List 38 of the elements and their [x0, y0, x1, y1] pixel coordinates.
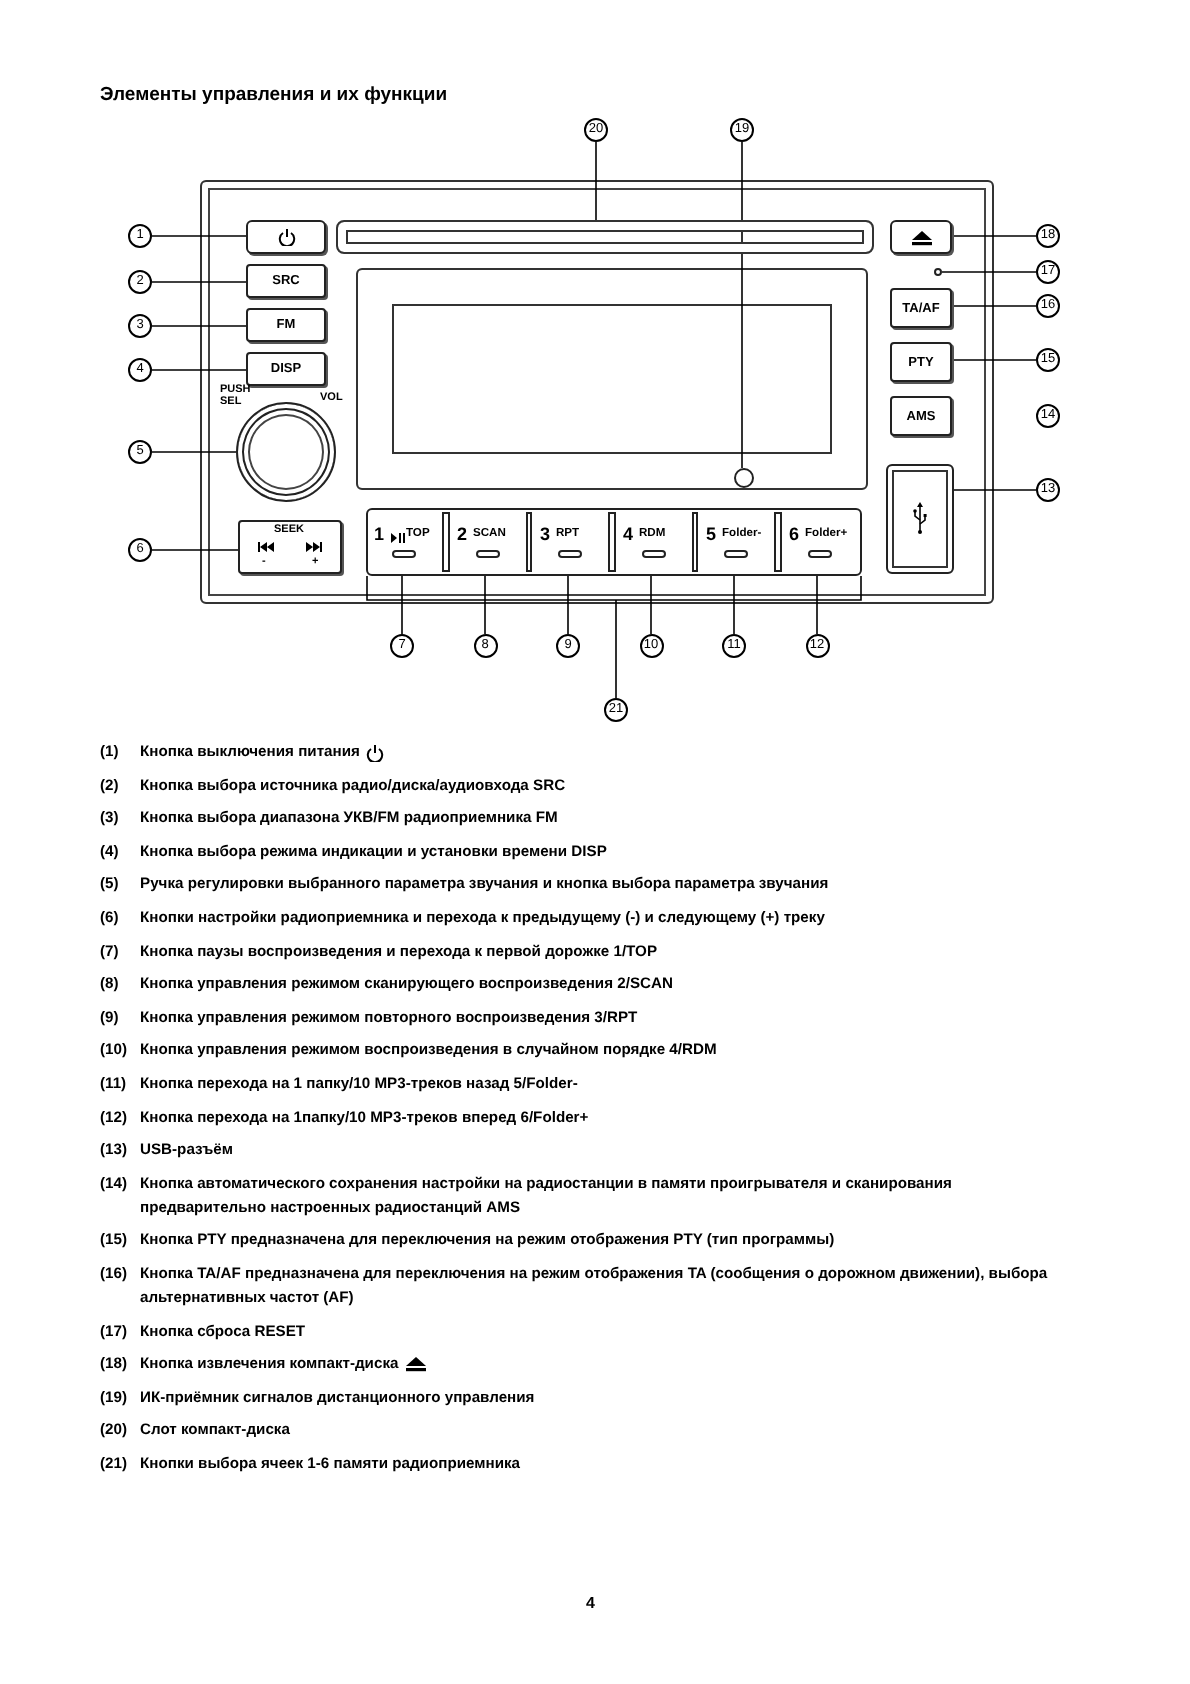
- button-number: 1: [374, 524, 385, 544]
- leader-line: [151, 369, 247, 371]
- leader-line: [151, 281, 247, 283]
- leader-line: [941, 271, 1037, 273]
- reset-hole: [934, 268, 942, 276]
- usb-port: [886, 464, 954, 574]
- leader-line: [953, 489, 1037, 491]
- cd-slot: [336, 220, 874, 254]
- leader-line: [401, 571, 403, 635]
- leader-line: [151, 235, 247, 237]
- page-title: Элементы управления и их функции: [100, 84, 448, 106]
- leader-line: [951, 359, 1037, 361]
- page-number: 4: [586, 1594, 595, 1612]
- leader-line: [741, 141, 743, 469]
- volume-knob: [236, 402, 336, 502]
- eject-button: [890, 220, 952, 254]
- button-number: 2: [457, 524, 468, 544]
- leader-line: [951, 305, 1037, 307]
- leader-line: [484, 571, 486, 635]
- button-number: 5: [706, 524, 717, 544]
- leader-line: [595, 141, 597, 221]
- button-number: 4: [623, 524, 634, 544]
- leader-line: [816, 571, 818, 635]
- ir-sensor: [734, 468, 754, 488]
- leader-line: [151, 451, 237, 453]
- leader-line: [650, 571, 652, 635]
- button-number: 3: [540, 524, 551, 544]
- leader-line: [951, 235, 1037, 237]
- preset-button-strip: [366, 508, 862, 576]
- display-window: [356, 268, 868, 490]
- leader-line: [733, 571, 735, 635]
- seek-rocker-button: [238, 520, 342, 574]
- leader-line: [151, 549, 239, 551]
- bracket-leader-line: [366, 575, 862, 699]
- button-number: 6: [789, 524, 800, 544]
- power-button: [246, 220, 326, 254]
- leader-line: [567, 571, 569, 635]
- leader-line: [151, 325, 247, 327]
